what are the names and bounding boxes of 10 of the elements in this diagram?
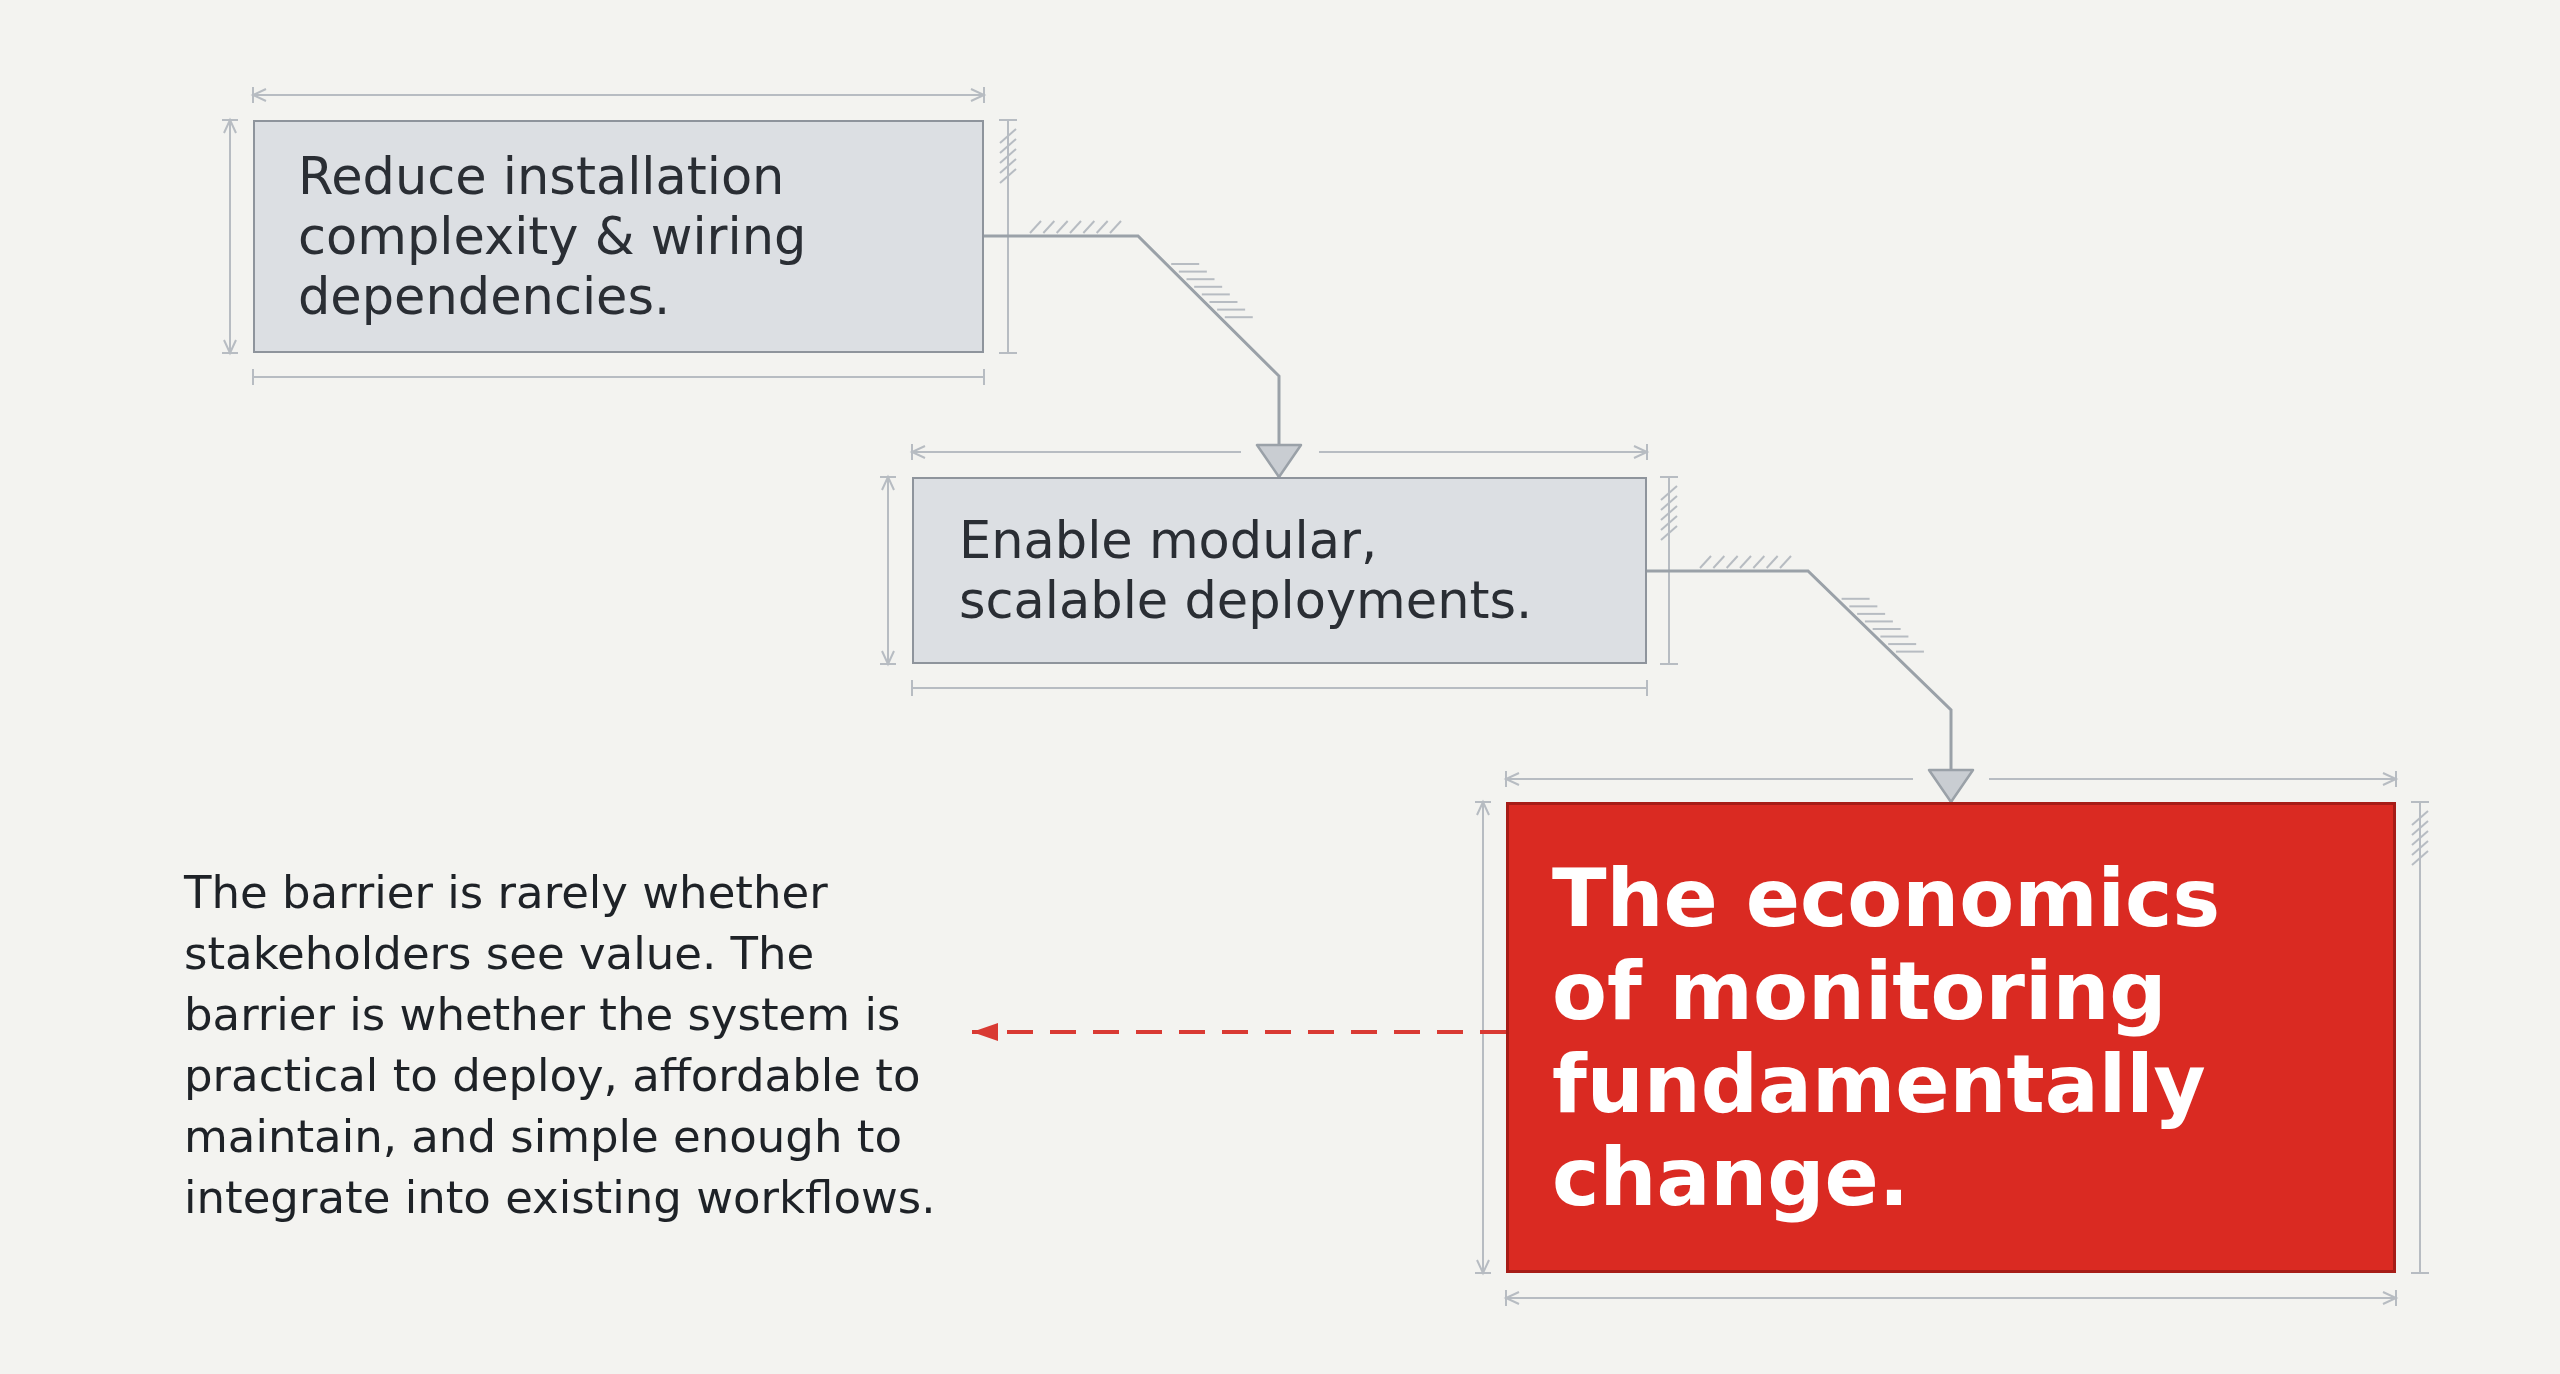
note-text: The barrier is rarely whether stakeholders see value. The barrier is whether the system is practical to deploy, affordable to maintain, and simple enough to integrate into existing workflows. (184, 862, 972, 1228)
dashed-arrow (972, 1023, 1506, 1041)
highlight-box (1506, 802, 2396, 1273)
connector-arrow (1647, 569, 1975, 804)
process-box (253, 120, 984, 353)
box-label: Enable modular, scalable deployments. (959, 510, 1534, 631)
box-label: The economics of monitoring fundamentally change. (1552, 851, 2221, 1224)
box-label: Reduce installation complexity & wiring dependencies. (298, 146, 808, 327)
process-box (912, 477, 1647, 664)
connector-arrow (984, 234, 1303, 479)
